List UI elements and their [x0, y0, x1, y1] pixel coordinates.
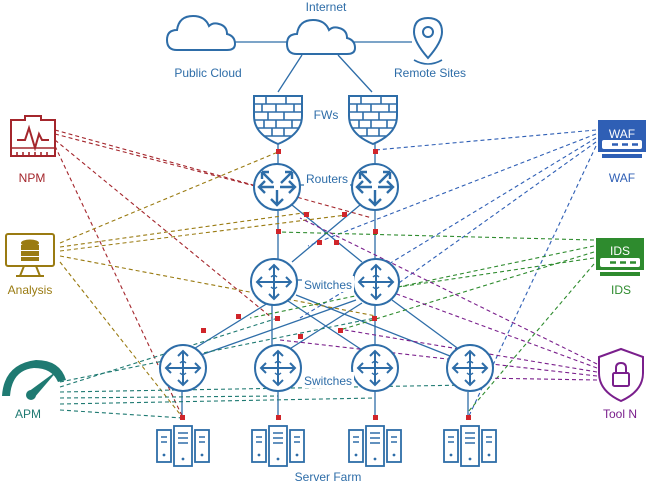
location-pin-icon [412, 16, 444, 65]
label-routers: Routers [306, 172, 348, 186]
analysis-links [59, 151, 377, 419]
label-public-cloud: Public Cloud [174, 66, 241, 80]
server-rack-icon-2 [251, 425, 305, 467]
cloud-icon-public [165, 14, 237, 51]
database-monitor-icon [5, 233, 55, 277]
switch-icon-core-left [250, 258, 298, 306]
shield-lock-icon [598, 347, 644, 403]
router-icon-right [350, 162, 400, 212]
ids-links [249, 231, 595, 413]
badge-ids: IDS [610, 244, 630, 258]
switch-icon-access-2 [254, 344, 302, 392]
cloud-icon-internet [285, 18, 357, 55]
label-ids: IDS [611, 283, 631, 297]
label-analysis: Analysis [8, 283, 53, 297]
label-remote-sites: Remote Sites [394, 66, 466, 80]
gauge-icon [2, 360, 66, 400]
network-links [181, 41, 469, 420]
appliance-icon-ids [596, 238, 644, 276]
label-fws: FWs [314, 108, 339, 122]
badge-waf: WAF [609, 127, 635, 141]
switch-icon-access-3 [351, 344, 399, 392]
label-internet: Internet [306, 0, 347, 14]
label-apm: APM [15, 407, 41, 421]
label-server-farm: Server Farm [295, 470, 362, 484]
server-rack-icon-4 [443, 425, 497, 467]
switch-icon-access-1 [159, 344, 207, 392]
server-rack-icon-1 [156, 425, 210, 467]
tool-n-links [279, 217, 598, 381]
label-tool-n: Tool N [603, 407, 637, 421]
label-waf: WAF [609, 171, 635, 185]
switch-icon-access-4 [446, 344, 494, 392]
npm-links [54, 129, 373, 419]
firewall-icon-left [253, 95, 303, 145]
appliance-icon-waf [598, 120, 646, 158]
label-switches-access: Switches [304, 374, 352, 388]
heartbeat-monitor-icon [10, 115, 56, 157]
tap-points [180, 149, 471, 420]
firewall-icon-right [348, 95, 398, 145]
switch-icon-core-right [352, 258, 400, 306]
server-rack-icon-3 [348, 425, 402, 467]
label-npm: NPM [19, 171, 46, 185]
router-icon-left [252, 162, 302, 212]
label-switches-core: Switches [304, 278, 352, 292]
